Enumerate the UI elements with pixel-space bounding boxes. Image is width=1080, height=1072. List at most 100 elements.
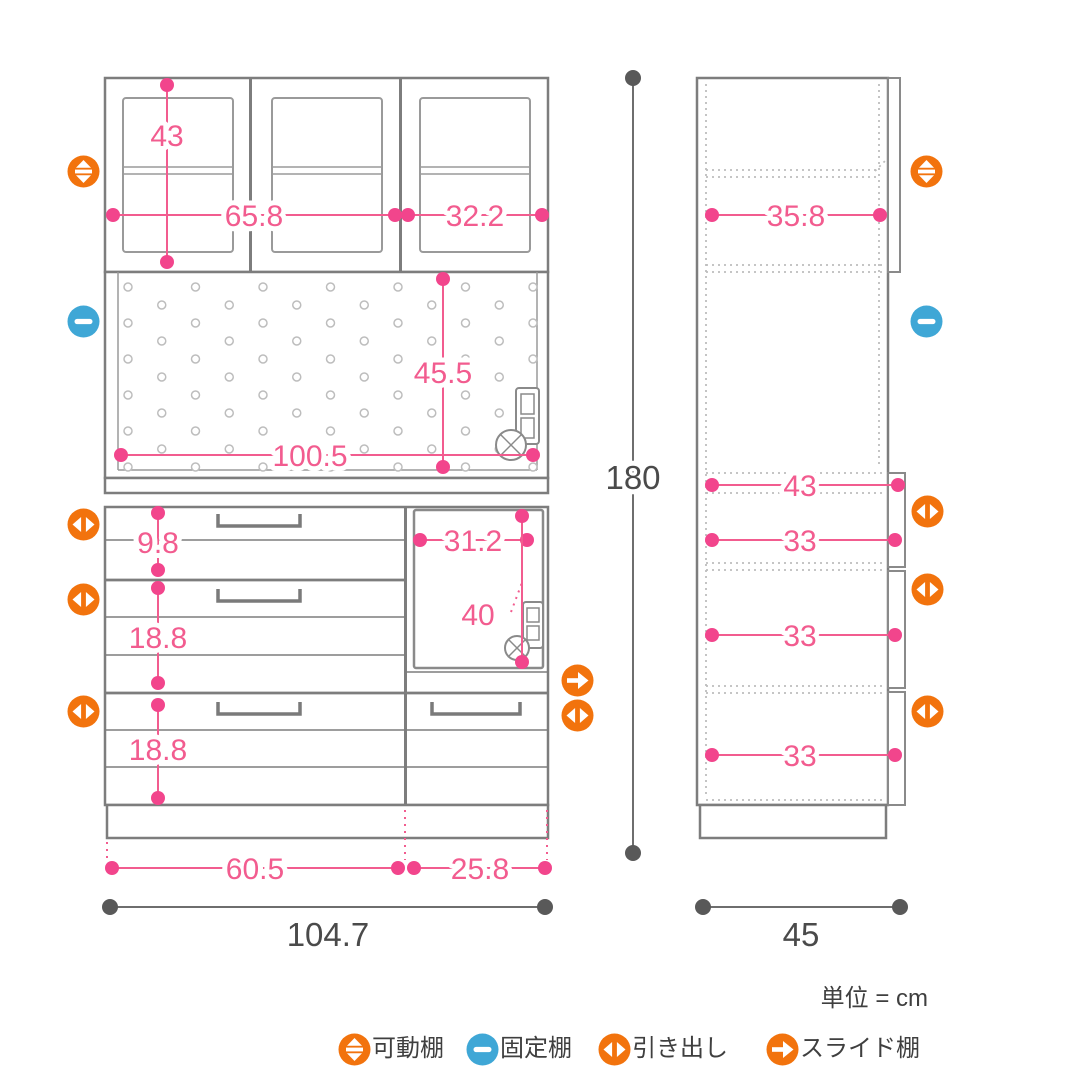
pegboard-hole (123, 282, 133, 292)
dim-value: 65.8 (225, 200, 283, 233)
legend: 可動棚 固定棚 引き出し スライド棚 (338, 1033, 920, 1066)
pegboard-hole (292, 372, 302, 382)
pegboard-hole (427, 444, 437, 454)
movable-shelf-icon (67, 155, 100, 188)
pegboard-hole (292, 444, 302, 454)
dim-value: 33 (783, 620, 816, 653)
dim-total-height: 180 (600, 70, 666, 861)
dim-total-depth: 45 (695, 899, 908, 958)
pegboard-hole (190, 390, 201, 400)
pegboard-hole (359, 300, 369, 310)
pegboard-hole (427, 300, 437, 310)
dim-value: 180 (605, 459, 660, 496)
unit-note: 単位 = cm (821, 985, 928, 1012)
drawer-icon (598, 1033, 631, 1066)
pegboard-hole (427, 372, 437, 382)
pegboard-hole (292, 336, 302, 346)
pegboard-hole (393, 318, 403, 328)
pegboard-hole (528, 462, 538, 472)
legend-item-fixed-shelf: 固定棚 (466, 1033, 572, 1066)
pegboard-hole (157, 444, 167, 454)
glass-door-1 (122, 97, 234, 253)
dim-value: 104.7 (287, 916, 370, 953)
drawer-icon (67, 695, 100, 728)
fixed-shelf-icon (67, 305, 100, 338)
pegboard-hole (393, 282, 403, 292)
drawer3-handle (216, 702, 302, 716)
dim-side-counter-depth: 43 (705, 465, 905, 508)
pegboard-hole (190, 462, 201, 472)
pegboard-hole (460, 354, 471, 364)
drawer-icon (911, 573, 944, 606)
pegboard-hole (325, 282, 336, 292)
legend-item-drawer: 引き出し (598, 1033, 728, 1066)
dim-drawer1-height: 9.8 (132, 506, 184, 577)
pegboard-hole (528, 318, 538, 328)
dim-value: 33 (783, 740, 816, 773)
pegboard-hole (224, 300, 234, 310)
front-countertop (103, 476, 550, 495)
side-upper-door-panel (887, 77, 901, 273)
dim-door-width: 31.2 (413, 520, 534, 563)
dim-side-drawer-depth-1: 33 (705, 520, 902, 563)
dim-value: 100.5 (272, 440, 347, 473)
pegboard-hole (123, 354, 133, 364)
legend-label: 可動棚 (372, 1035, 444, 1062)
pegboard-hole (494, 372, 504, 382)
dim-value: 31.2 (444, 525, 502, 558)
movable-shelf-icon (338, 1033, 371, 1066)
pegboard-hole (359, 444, 369, 454)
dim-value: 60.5 (226, 853, 284, 886)
dim-upper-right-width: 32.2 (401, 195, 549, 238)
dim-value: 43 (783, 470, 816, 503)
pegboard-hole (157, 372, 167, 382)
dim-upper-shelf-height: 43 (145, 78, 189, 269)
pegboard-hole (494, 336, 504, 346)
side-view: 35.8 43 33 33 33 45 (695, 76, 944, 958)
dim-value: 9.8 (137, 527, 179, 560)
dim-base-right-width: 25.8 (407, 848, 552, 891)
movable-shelf-icon (910, 155, 943, 188)
dim-drawer2-height: 18.8 (124, 581, 192, 690)
legend-label: 引き出し (632, 1035, 728, 1062)
drawer-icon (67, 508, 100, 541)
dim-door-height: 40 (456, 509, 529, 669)
dim-drawer3-height: 18.8 (124, 698, 192, 805)
glass-door-2 (271, 97, 383, 253)
pegboard-hole (528, 354, 538, 364)
pegboard-hole (258, 426, 268, 436)
pegboard-hole (258, 390, 268, 400)
outlet-upper (495, 387, 540, 461)
pegboard-hole (325, 426, 336, 436)
dim-value: 18.8 (129, 622, 187, 655)
dim-side-upper-depth: 35.8 (705, 195, 887, 238)
dim-value: 35.8 (767, 200, 825, 233)
pegboard-hole (292, 300, 302, 310)
pegboard-hole (224, 444, 234, 454)
slide-shelf-icon (561, 664, 594, 697)
pegboard-hole (123, 390, 133, 400)
pegboard-hole (325, 318, 336, 328)
pegboard-hole (258, 354, 268, 364)
dim-upper-left-width: 65.8 (106, 195, 402, 238)
fixed-shelf-icon (910, 305, 943, 338)
drawer-icon (561, 699, 594, 732)
dim-total-width: 104.7 (102, 899, 553, 958)
pegboard-hole (224, 336, 234, 346)
front-middle-open-shelf (103, 270, 550, 480)
pegboard-hole (359, 408, 369, 418)
dim-base-left-width: 60.5 (105, 848, 405, 891)
pegboard-hole (123, 462, 133, 472)
side-shelf-dotted-lines (705, 84, 886, 801)
fixed-shelf-icon (466, 1033, 499, 1066)
drawer2-handle (216, 589, 302, 603)
pegboard-hole (190, 426, 201, 436)
dim-value: 45.5 (414, 357, 472, 390)
pegboard-hole (359, 336, 369, 346)
side-base (698, 803, 888, 840)
pegboard-hole (325, 462, 336, 472)
drawer-icon (911, 695, 944, 728)
pegboard-hole (528, 282, 538, 292)
